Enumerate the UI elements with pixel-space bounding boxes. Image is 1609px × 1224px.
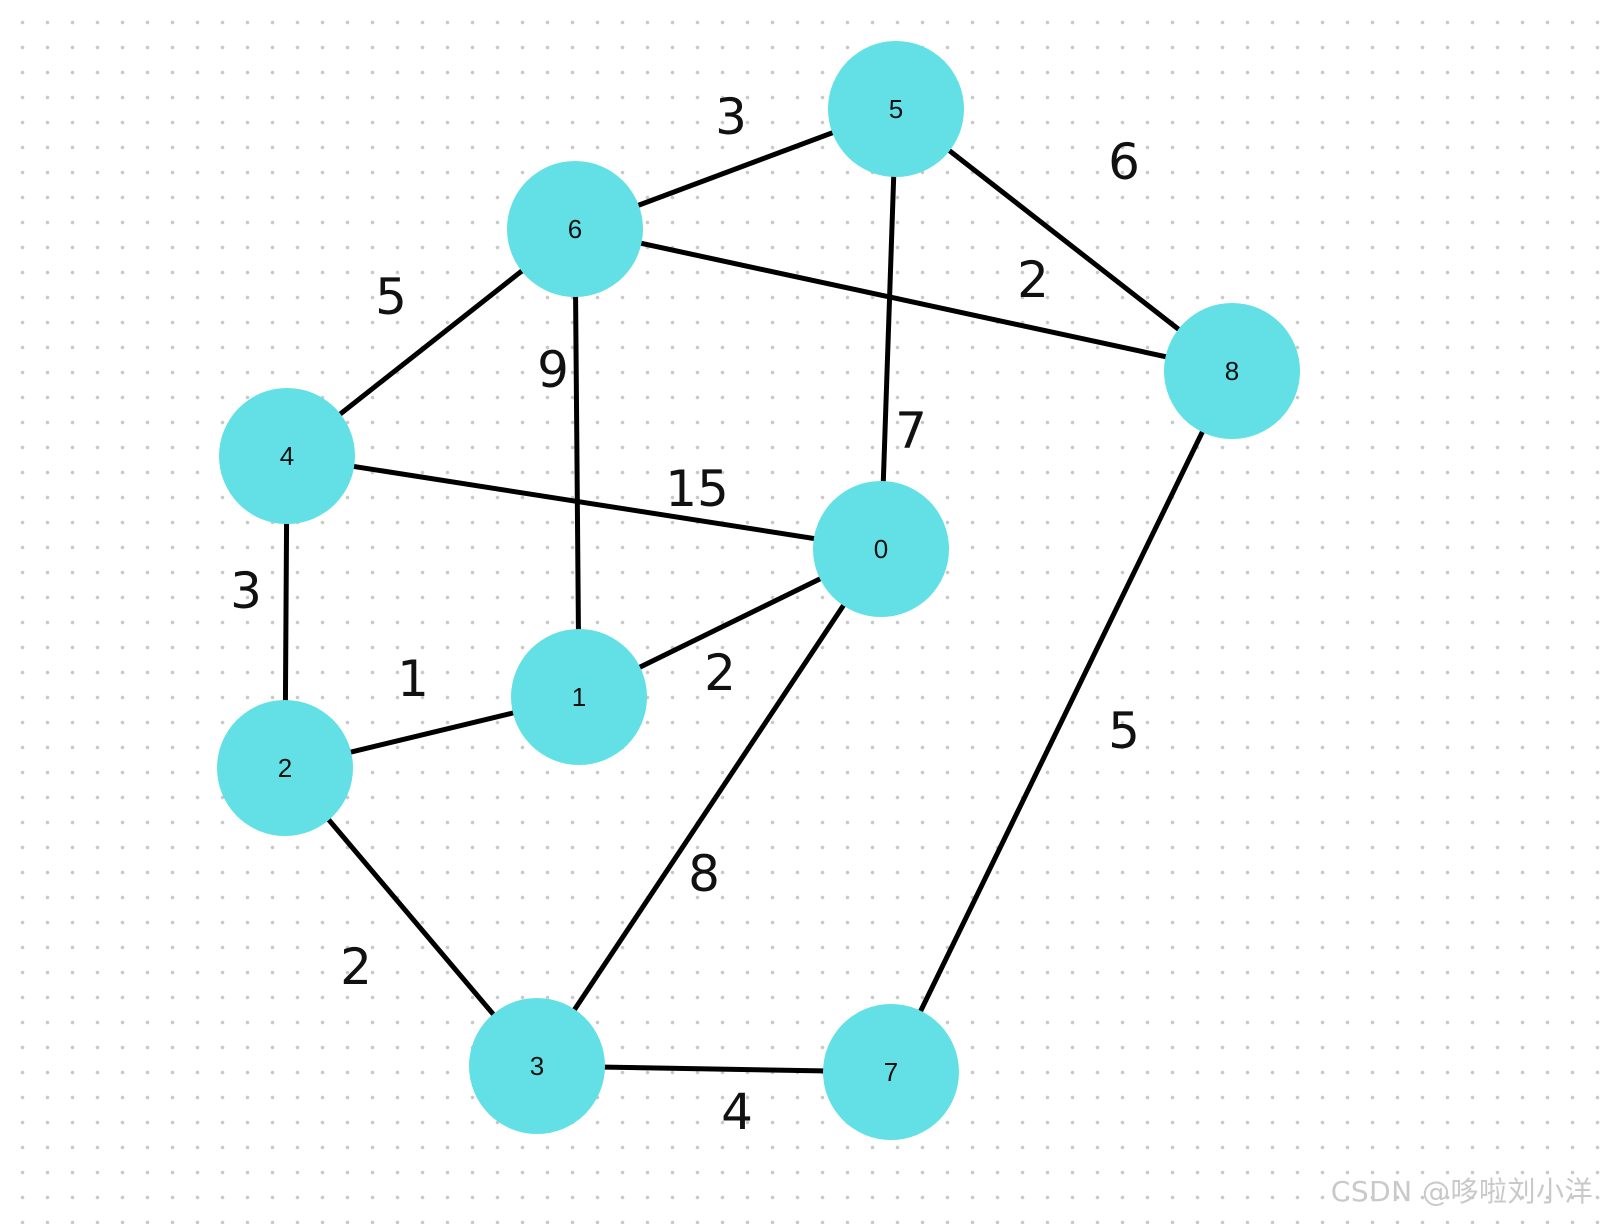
node-5: 5: [828, 41, 964, 177]
node-circle-3: [469, 998, 605, 1134]
edge-weight-1-0: 2: [704, 644, 736, 702]
node-3: 3: [469, 998, 605, 1134]
node-circle-4: [219, 388, 355, 524]
watermark-text: CSDN @哆啦刘小洋: [1330, 1175, 1593, 1208]
node-circle-1: [511, 629, 647, 765]
node-circle-5: [828, 41, 964, 177]
node-0: 0: [813, 481, 949, 617]
edge-5-8: [894, 107, 1234, 373]
node-circle-2: [217, 700, 353, 836]
node-circle-8: [1164, 303, 1300, 439]
edge-weight-0-3: 8: [688, 845, 720, 903]
edge-weight-2-3: 2: [340, 938, 372, 996]
node-label-4: 4: [280, 441, 294, 471]
node-circle-7: [823, 1004, 959, 1140]
edge-weight-6-8: 2: [1017, 251, 1049, 309]
node-8: 8: [1164, 303, 1300, 439]
edge-8-7: [888, 369, 1235, 1074]
node-label-2: 2: [278, 753, 292, 783]
node-label-8: 8: [1225, 356, 1239, 386]
edge-5-0: [878, 108, 899, 550]
edge-weight-4-0: 15: [665, 460, 729, 518]
node-label-0: 0: [874, 534, 888, 564]
node-circle-0: [813, 481, 949, 617]
edge-6-8: [574, 226, 1233, 374]
edge-weight-3-7: 4: [721, 1083, 753, 1141]
edge-weight-5-8: 6: [1108, 133, 1140, 191]
node-7: 7: [823, 1004, 959, 1140]
edges-layer: [282, 106, 1235, 1075]
edge-4-0: [286, 453, 882, 552]
edge-weight-8-7: 5: [1108, 702, 1140, 760]
node-2: 2: [217, 700, 353, 836]
edge-weight-2-1: 1: [397, 650, 429, 708]
nodes-layer: 0 1 2 3 4 5 6 7 8: [217, 41, 1300, 1140]
edge-6-1: [572, 228, 582, 698]
node-label-6: 6: [568, 214, 582, 244]
node-label-7: 7: [884, 1057, 898, 1087]
node-label-3: 3: [530, 1051, 544, 1081]
node-4: 4: [219, 388, 355, 524]
edge-weight-5-0: 7: [895, 402, 927, 460]
edge-weight-6-1: 9: [537, 341, 569, 399]
edge-weight-6-5: 3: [715, 88, 747, 146]
node-6: 6: [507, 161, 643, 297]
node-label-1: 1: [572, 682, 586, 712]
node-1: 1: [511, 629, 647, 765]
edge-0-3: [534, 547, 884, 1068]
node-circle-6: [507, 161, 643, 297]
edge-weight-6-4: 5: [375, 268, 407, 326]
node-label-5: 5: [889, 94, 903, 124]
edge-weight-4-2: 3: [230, 562, 262, 620]
